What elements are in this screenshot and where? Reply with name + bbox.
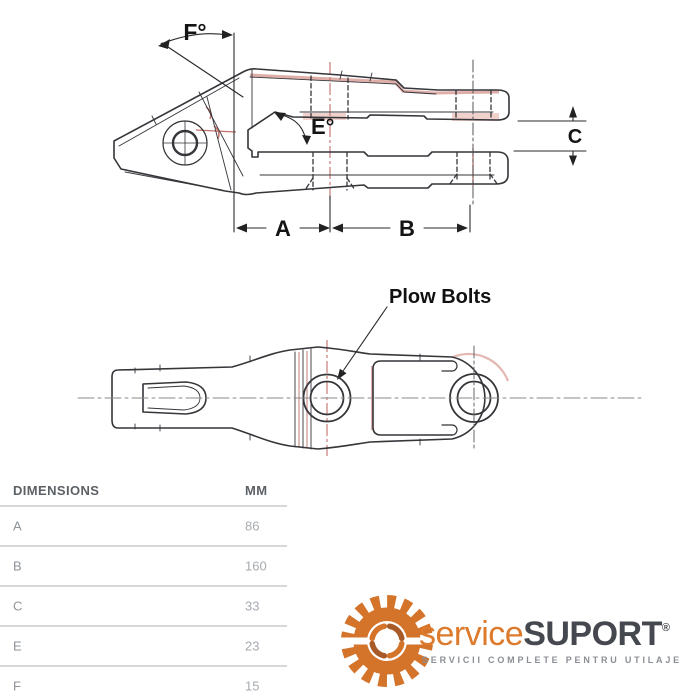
dim-row-value: 160 [245, 558, 267, 574]
dim-row-label: C [13, 598, 23, 614]
dim-label-a: A [275, 216, 291, 241]
dim-row-label: F [13, 678, 21, 694]
dim-row-label: B [13, 558, 22, 574]
table-row: F 15 [0, 665, 287, 700]
dim-row-label: E [13, 638, 22, 654]
plow-bolts-label: Plow Bolts [389, 286, 491, 308]
top-view [77, 306, 643, 451]
dim-label-f: F° [183, 19, 206, 45]
dim-label-c: C [568, 126, 582, 148]
gear-icon [334, 595, 440, 687]
dim-row-value: 15 [245, 678, 260, 694]
table-row: B 160 [0, 545, 287, 585]
brand-suport: SUPORT [523, 615, 662, 653]
table-row: E 23 [0, 625, 287, 665]
company-logo: serviceSUPORT® SERVICII COMPLETE PENTRU … [333, 587, 693, 697]
table-header-row: DIMENSIONS MM [0, 474, 287, 505]
table-header-mm: MM [245, 483, 268, 498]
dim-label-b: B [399, 216, 415, 241]
brand-service: service [419, 615, 524, 653]
dim-label-e: E° [311, 114, 334, 139]
logo-tagline: SERVICII COMPLETE PENTRU UTILAJE [422, 655, 682, 665]
logo-text: serviceSUPORT® SERVICII COMPLETE PENTRU … [419, 611, 682, 665]
dim-row-value: 23 [245, 638, 260, 654]
brand-name: serviceSUPORT® [419, 611, 682, 651]
table-header-dimensions: DIMENSIONS [13, 483, 100, 498]
dim-row-label: A [13, 518, 22, 534]
dimensions-table: DIMENSIONS MM A 86 B 160 C 33 E 23 F 15 [0, 474, 287, 700]
dim-row-value: 33 [245, 598, 260, 614]
dimension-lines-side [160, 32, 587, 233]
trademark-symbol: ® [661, 622, 670, 634]
dim-row-value: 86 [245, 518, 260, 534]
table-row: C 33 [0, 585, 287, 625]
table-row: A 86 [0, 505, 287, 545]
side-view [113, 59, 510, 205]
